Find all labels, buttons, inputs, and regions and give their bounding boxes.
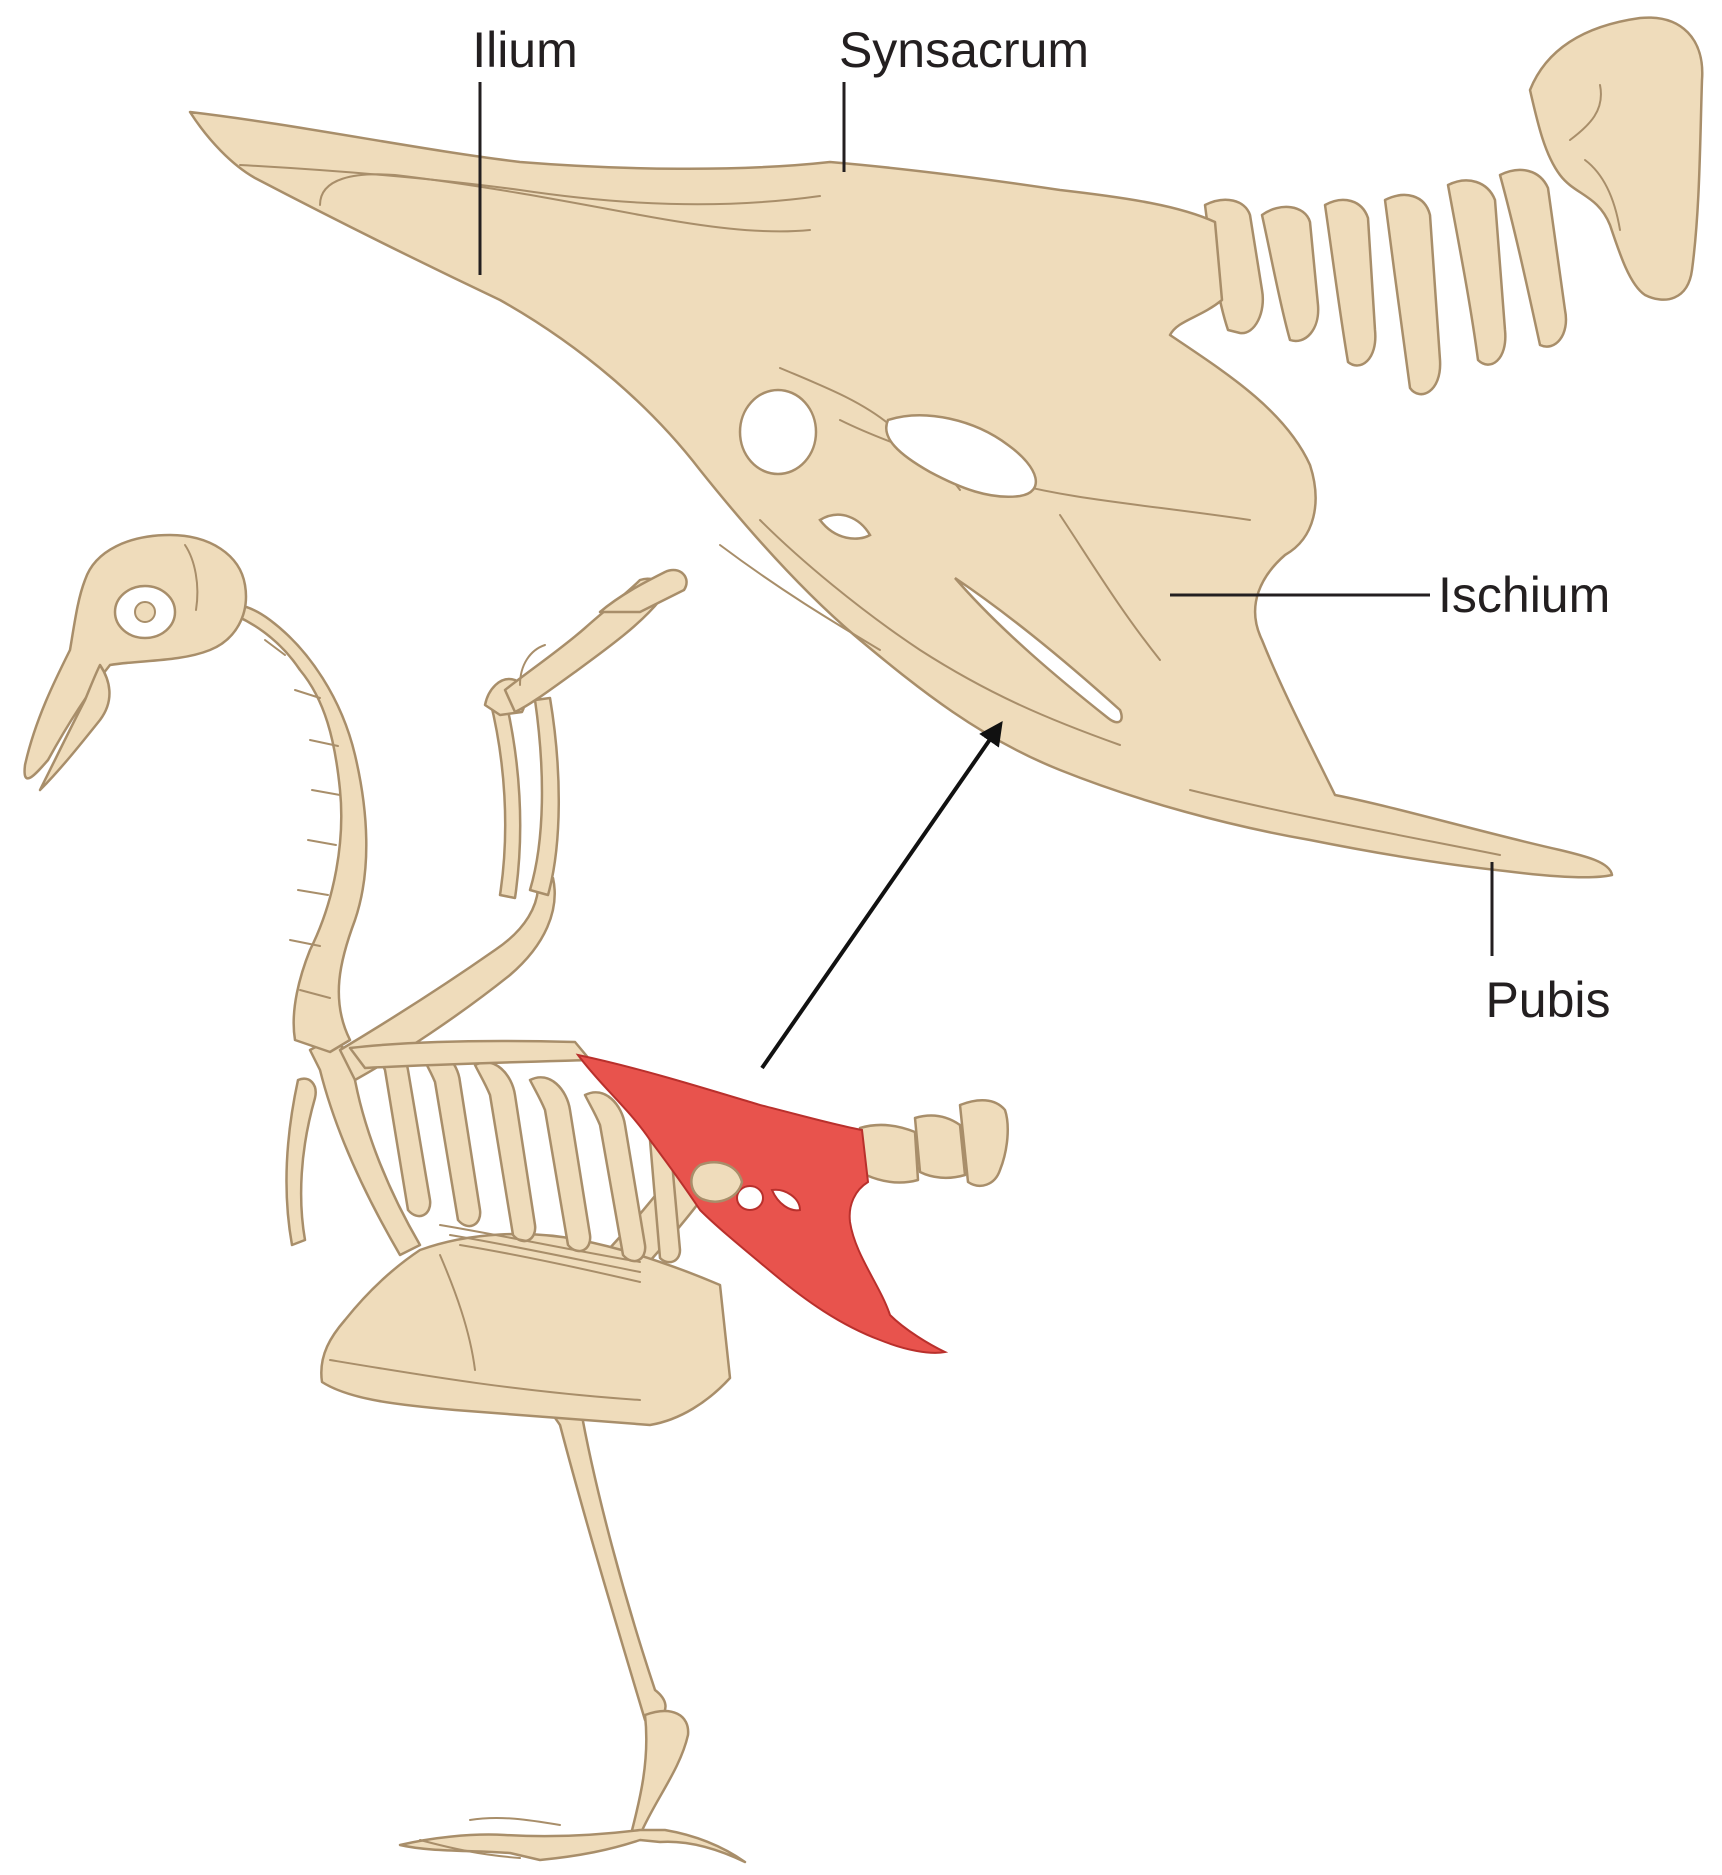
bird-skeleton	[25, 535, 1008, 1862]
zoom-arrow	[762, 725, 1000, 1068]
synsacrum-label: Synsacrum	[839, 22, 1089, 78]
wing	[340, 570, 687, 1080]
caudal-vertebrae	[1205, 18, 1702, 395]
skull	[25, 535, 246, 790]
ilium-label: Ilium	[472, 22, 578, 78]
tail-vertebrae-small	[860, 1100, 1008, 1186]
acetabulum	[740, 390, 816, 474]
highlighted-pelvis-foramen	[737, 1186, 763, 1210]
enlarged-pelvis	[190, 18, 1702, 878]
ischium-label: Ischium	[1438, 567, 1610, 623]
pubis-label: Pubis	[1485, 972, 1610, 1028]
neck-vertebrae	[215, 604, 366, 1052]
